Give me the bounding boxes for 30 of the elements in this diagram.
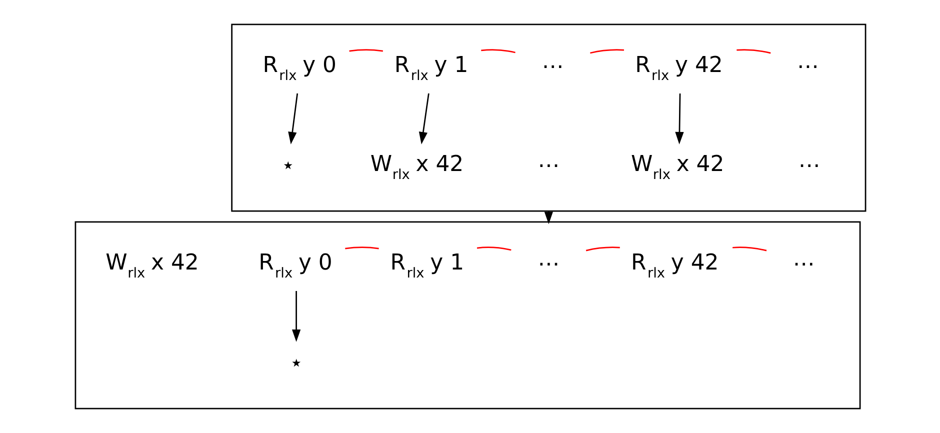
node-text: ⋯ xyxy=(798,153,820,178)
node-text: ⋆ xyxy=(280,153,294,178)
cluster xyxy=(74,221,860,410)
arrow xyxy=(291,290,300,342)
node-text: ⋯ xyxy=(541,54,564,80)
connector xyxy=(480,49,515,54)
arrow xyxy=(288,93,298,144)
connector xyxy=(476,246,511,251)
node-text: W$_{rlx}$ x 42 xyxy=(630,152,724,183)
node-text: R$_{rlx}$ y 1 xyxy=(390,250,464,282)
connector xyxy=(590,49,624,54)
connector xyxy=(732,246,766,252)
node-text: W$_{rlx}$ x 42 xyxy=(105,250,198,282)
node-text: W$_{rlx}$ x 42 xyxy=(370,152,464,183)
arrow xyxy=(418,93,429,144)
node-text: R$_{rlx}$ y 42 xyxy=(634,53,722,84)
connector xyxy=(348,49,382,52)
connector xyxy=(585,246,620,252)
connector xyxy=(736,49,770,54)
node-text: ⋯ xyxy=(792,252,814,278)
connector xyxy=(344,246,378,250)
node-text: R$_{rlx}$ y 42 xyxy=(630,250,718,282)
arrow xyxy=(674,93,684,144)
node-text: ⋆ xyxy=(288,350,303,376)
node-text: ⋯ xyxy=(537,153,560,178)
node-text: R$_{rlx}$ y 1 xyxy=(394,53,468,84)
node-text: R$_{rlx}$ y 0 xyxy=(262,53,336,84)
node-text: R$_{rlx}$ y 0 xyxy=(258,250,332,282)
node-text: ⋯ xyxy=(537,252,560,278)
node-text: ⋯ xyxy=(796,54,818,80)
